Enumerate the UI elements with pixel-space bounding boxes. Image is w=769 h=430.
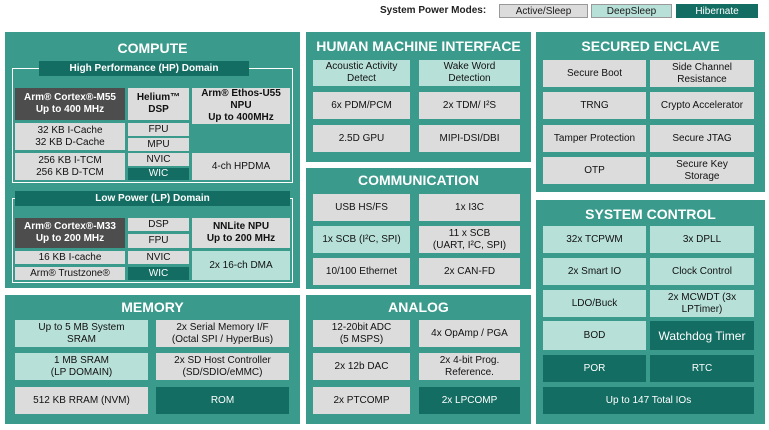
por: POR — [543, 355, 646, 382]
lp-domain-label: Low Power (LP) Domain — [15, 191, 290, 206]
analog-panel: ANALOG 12-20bit ADC (5 MSPS) 4x OpAmp / … — [306, 295, 531, 424]
tcpwm: 32x TCPWM — [543, 226, 646, 253]
scb-i2c-spi: 1x SCB (I²C, SPI) — [313, 226, 410, 253]
secured-enclave-panel: SECURED ENCLAVE Secure Boot Side Channel… — [536, 32, 765, 192]
secure-key-storage: Secure Key Storage — [650, 157, 754, 184]
lp-nvic: NVIC — [128, 251, 189, 264]
tdm-i2s: 2x TDM/ I²S — [419, 92, 520, 119]
side-channel-resistance: Side Channel Resistance — [650, 60, 754, 87]
dac: 2x 12b DAC — [313, 353, 410, 380]
hp-wic: WIC — [128, 168, 189, 180]
tamper-protection: Tamper Protection — [543, 125, 646, 152]
ethos-u55-npu: Arm® Ethos-U55 NPU Up to 400MHz — [192, 88, 290, 124]
lp-cortex-m33: Arm® Cortex®-M33 Up to 200 MHz — [15, 218, 125, 248]
rtc: RTC — [650, 355, 754, 382]
i3c: 1x I3C — [419, 194, 520, 221]
watchdog-timer: Watchdog Timer — [650, 321, 754, 350]
mipi-dsi-dbi: MIPI-DSI/DBI — [419, 125, 520, 152]
hp-nvic: NVIC — [128, 153, 189, 166]
lp-dsp: DSP — [128, 218, 189, 231]
hp-cortex-m55: Arm® Cortex®-M55 Up to 400 MHz — [15, 88, 125, 120]
system-control-panel: SYSTEM CONTROL 32x TCPWM 3x DPLL 2x Smar… — [536, 200, 765, 424]
rom: ROM — [156, 387, 289, 414]
secure-jtag: Secure JTAG — [650, 125, 754, 152]
system-control-title: SYSTEM CONTROL — [585, 206, 716, 222]
total-ios: Up to 147 Total IOs — [543, 387, 754, 414]
system-sram: Up to 5 MB System SRAM — [15, 320, 148, 347]
adc: 12-20bit ADC (5 MSPS) — [313, 320, 410, 347]
secured-enclave-title: SECURED ENCLAVE — [581, 38, 720, 54]
pdm-pcm: 6x PDM/PCM — [313, 92, 410, 119]
trng: TRNG — [543, 92, 646, 119]
legend-hibernate: Hibernate — [676, 4, 758, 18]
usb-hs-fs: USB HS/FS — [313, 194, 410, 221]
lp-fpu: FPU — [128, 234, 189, 248]
ethernet: 10/100 Ethernet — [313, 258, 410, 285]
communication-title: COMMUNICATION — [357, 172, 480, 188]
hp-tcm: 256 KB I-TCM 256 KB D-TCM — [15, 153, 125, 180]
lp-icache: 16 KB I-cache — [15, 251, 125, 264]
acoustic-activity-detect: Acoustic Activity Detect — [313, 60, 410, 86]
bod: BOD — [543, 321, 646, 350]
dpll: 3x DPLL — [650, 226, 754, 253]
communication-panel: COMMUNICATION USB HS/FS 1x I3C 1x SCB (I… — [306, 168, 531, 289]
clock-control: Clock Control — [650, 258, 754, 285]
lp-dma: 2x 16-ch DMA — [192, 251, 290, 280]
ptcomp: 2x PTCOMP — [313, 387, 410, 414]
crypto-accelerator: Crypto Accelerator — [650, 92, 754, 119]
gpu-2-5d: 2.5D GPU — [313, 125, 410, 152]
lp-trustzone: Arm® Trustzone® — [15, 267, 125, 280]
memory-title: MEMORY — [121, 299, 184, 315]
smart-io: 2x Smart IO — [543, 258, 646, 285]
rram-nvm: 512 KB RRAM (NVM) — [15, 387, 148, 414]
sd-host-controller: 2x SD Host Controller (SD/SDIO/eMMC) — [156, 353, 289, 380]
lp-sram: 1 MB SRAM (LP DOMAIN) — [15, 353, 148, 380]
compute-panel: COMPUTE High Performance (HP) Domain Arm… — [5, 32, 300, 288]
hmi-panel: HUMAN MACHINE INTERFACE Acoustic Activit… — [306, 32, 531, 162]
analog-title: ANALOG — [388, 299, 449, 315]
opamp-pga: 4x OpAmp / PGA — [419, 320, 520, 347]
serial-memory-if: 2x Serial Memory I/F (Octal SPI / HyperB… — [156, 320, 289, 347]
mcwdt-lptimer: 2x MCWDT (3x LPTimer) — [650, 290, 754, 317]
nnlite-npu: NNLite NPU Up to 200 MHz — [192, 218, 290, 248]
hmi-title: HUMAN MACHINE INTERFACE — [316, 38, 521, 54]
secure-boot: Secure Boot — [543, 60, 646, 87]
memory-panel: MEMORY Up to 5 MB System SRAM 2x Serial … — [5, 295, 300, 424]
hp-fpu: FPU — [128, 123, 189, 136]
hp-domain-label: High Performance (HP) Domain — [39, 61, 249, 76]
otp: OTP — [543, 157, 646, 184]
wake-word-detection: Wake Word Detection — [419, 60, 520, 86]
scb-uart-i2c-spi: 11 x SCB (UART, I²C, SPI) — [419, 226, 520, 253]
hp-mpu: MPU — [128, 138, 189, 151]
ldo-buck: LDO/Buck — [543, 290, 646, 317]
power-modes-legend-title: System Power Modes: — [380, 5, 487, 16]
hpdma: 4-ch HPDMA — [192, 153, 290, 180]
prog-reference: 2x 4-bit Prog. Reference. — [419, 353, 520, 380]
can-fd: 2x CAN-FD — [419, 258, 520, 285]
lpcomp: 2x LPCOMP — [419, 387, 520, 414]
legend-deepsleep: DeepSleep — [591, 4, 672, 18]
helium-dsp: Helium™ DSP — [128, 88, 189, 120]
lp-wic: WIC — [128, 267, 189, 280]
compute-title: COMPUTE — [117, 40, 188, 56]
hp-cache: 32 KB I-Cache 32 KB D-Cache — [15, 123, 125, 150]
legend-active-sleep: Active/Sleep — [499, 4, 588, 18]
